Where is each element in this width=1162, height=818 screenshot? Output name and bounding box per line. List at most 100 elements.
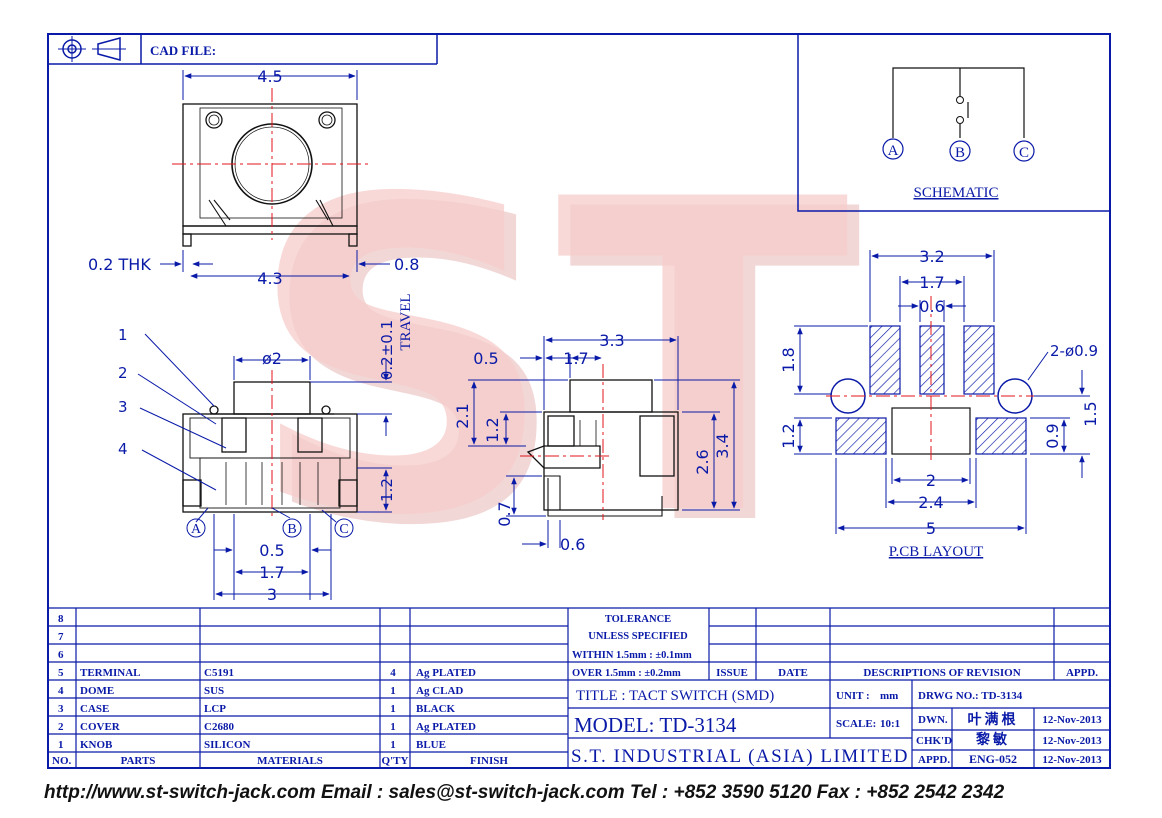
dwn-label: DWN. <box>918 714 948 726</box>
dim-pcb-17: 1.7 <box>919 273 944 292</box>
revision-description: DESCRIPTIONS OF REVISION <box>863 667 1020 679</box>
tolerance-block: TOLERANCE UNLESS SPECIFIED WITHIN 1.5mm … <box>572 614 692 679</box>
pcb-layout-title: P.CB LAYOUT <box>889 544 983 560</box>
dim-front-3: 3 <box>267 585 277 604</box>
dim-top-legs: 4.3 <box>257 269 282 288</box>
dim-pcb-5: 5 <box>926 519 936 538</box>
scale-value: 10:1 <box>880 718 900 730</box>
dim-pcb-06: 0.6 <box>919 297 944 316</box>
dim-side-06: 0.6 <box>560 535 585 554</box>
projection-symbol-icon <box>58 36 126 62</box>
tolerance-line3: WITHIN 1.5mm : ±0.1mm <box>572 650 692 661</box>
revision-issue: ISSUE <box>716 667 748 679</box>
dim-side-34: 3.4 <box>713 433 732 458</box>
bom-row-qty: 4 <box>390 667 396 679</box>
bom-row-finish: Ag CLAD <box>416 685 463 697</box>
bom-header-materials: MATERIALS <box>257 755 323 767</box>
dim-pcb-2: 2 <box>926 471 936 490</box>
dim-pcb-09: 0.9 <box>1043 423 1062 448</box>
bom-row-finish: Ag PLATED <box>416 667 476 679</box>
front-pin-a: A <box>191 522 202 537</box>
dim-side-26: 2.6 <box>693 449 712 474</box>
dim-front-17: 1.7 <box>259 563 284 582</box>
top-view-dims <box>160 70 390 279</box>
bom-row-no: 3 <box>58 703 64 715</box>
title-block: TITLE : TACT SWITCH (SMD) UNIT : mm DRWG… <box>571 688 1102 767</box>
dim-side-17: 1.7 <box>563 349 588 368</box>
tolerance-line1: TOLERANCE <box>605 614 671 625</box>
schematic-pin-c: C <box>1019 145 1029 161</box>
bom-row-finish: BLUE <box>416 739 446 751</box>
bom-row-material: C2680 <box>204 721 234 733</box>
title-block-grid <box>568 608 1110 768</box>
bom-row-part: KNOB <box>80 739 113 751</box>
drwg-no: DRWG NO.: TD-3134 <box>918 690 1023 702</box>
appd-name: ENG-052 <box>969 752 1017 766</box>
pcb-layout <box>826 296 1040 460</box>
bom-row-qty: 1 <box>390 721 396 733</box>
bom-row-no: 4 <box>58 685 64 697</box>
bom-header-no: NO. <box>52 755 72 767</box>
dim-side-21: 2.1 <box>453 403 472 428</box>
callout-2: 2 <box>118 364 128 382</box>
unit-value: mm <box>880 690 898 702</box>
dim-thk: 0.2 THK <box>88 255 151 274</box>
revision-appd: APPD. <box>1066 667 1098 679</box>
dwn-date: 12-Nov-2013 <box>1042 714 1102 726</box>
bom-row-finish: Ag PLATED <box>416 721 476 733</box>
cad-file-label: CAD FILE: <box>150 43 216 58</box>
appd-date: 12-Nov-2013 <box>1042 754 1102 766</box>
schematic-pin-b: B <box>955 145 965 161</box>
contact-footer: http://www.st-switch-jack.com Email : sa… <box>44 782 1005 803</box>
bom-header-finish: FINISH <box>470 755 508 767</box>
bom-row-material: SUS <box>204 685 224 697</box>
bom-header-qty: Q'TY <box>382 755 409 767</box>
pcb-dims <box>794 250 1090 534</box>
callout-4: 4 <box>118 440 128 458</box>
schematic-pin-a: A <box>888 143 899 159</box>
bom-header-parts: PARTS <box>121 755 156 767</box>
schematic-title: SCHEMATIC <box>913 185 998 201</box>
dim-front-height: 1.2 <box>378 478 396 502</box>
bom-row-material: C5191 <box>204 667 234 679</box>
watermark-shadow: ST <box>258 120 863 620</box>
tolerance-line4: OVER 1.5mm : ±0.2mm <box>572 668 681 679</box>
dim-side-33: 3.3 <box>599 331 624 350</box>
dim-side-07: 0.7 <box>495 501 514 526</box>
bom-row-part: CASE <box>80 703 109 715</box>
bom-row-no: 1 <box>58 739 64 751</box>
sheet-border <box>47 33 1111 769</box>
dim-side-12: 1.2 <box>483 417 502 442</box>
dim-pcb-15: 1.5 <box>1081 401 1100 426</box>
side-view-dims <box>468 336 740 548</box>
dim-pcb-12: 1.2 <box>779 423 798 448</box>
bom-row-part: TERMINAL <box>80 667 141 679</box>
dim-travel: 0.2±0.1 <box>378 320 396 380</box>
dim-pcb-holes: 2-ø0.9 <box>1050 342 1098 360</box>
scale-label: SCALE: <box>836 718 876 730</box>
dim-pcb-24: 2.4 <box>918 493 943 512</box>
bom-row-qty: 1 <box>390 739 396 751</box>
watermark-text: ST <box>246 110 851 610</box>
company-name: S.T. INDUSTRIAL (ASIA) LIMITED <box>571 746 909 767</box>
appd-label: APPD. <box>918 754 950 766</box>
top-view <box>172 88 370 247</box>
bom-row-qty: 1 <box>390 685 396 697</box>
dwn-name: 叶满根 <box>968 711 1019 728</box>
cad-header: CAD FILE: <box>48 34 438 65</box>
bom-row-no: 2 <box>58 721 64 733</box>
callout-3: 3 <box>118 398 128 416</box>
dim-pcb-18: 1.8 <box>779 347 798 372</box>
chkd-label: CHK'D <box>916 735 952 747</box>
dim-top-width: 4.5 <box>257 67 282 86</box>
dim-knob-dia: ø2 <box>262 349 282 368</box>
side-view <box>520 364 679 520</box>
dim-side-05: 0.5 <box>473 349 498 368</box>
revision-date: DATE <box>778 667 808 679</box>
watermark: ST ST <box>246 110 863 620</box>
unit-label: UNIT : <box>836 690 870 702</box>
bom-row-qty: 1 <box>390 703 396 715</box>
bom-row-no: 6 <box>58 649 64 661</box>
bom-row-no: 7 <box>58 631 64 643</box>
